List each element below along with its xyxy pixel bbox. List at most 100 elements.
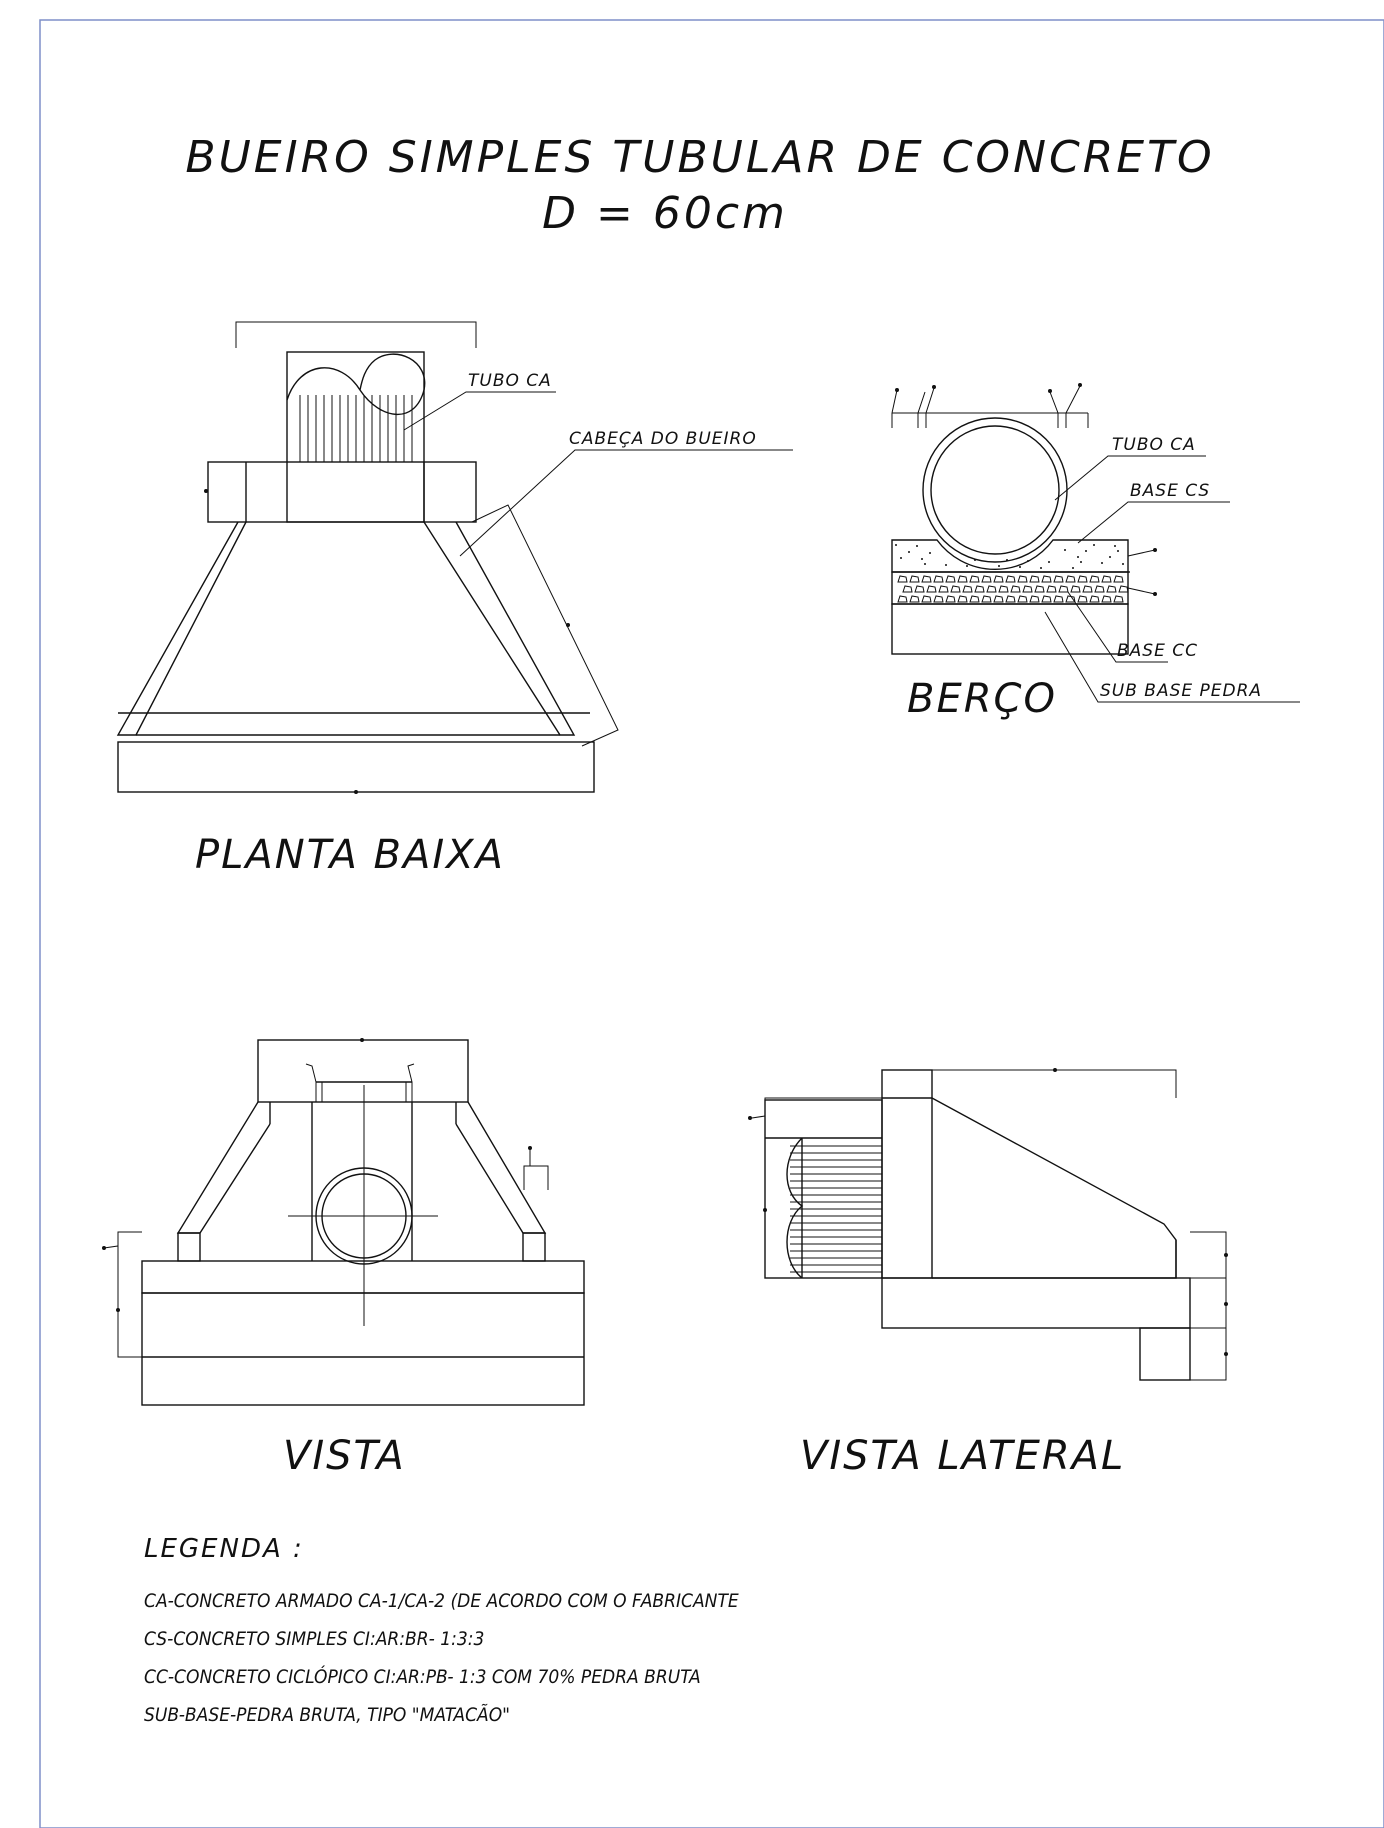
- caption-vista: VISTA: [283, 1433, 406, 1479]
- hatch-mark: [1034, 585, 1045, 593]
- hatch-mark: [1089, 575, 1100, 583]
- hatch-mark: [914, 585, 925, 593]
- hatch-mark: [1065, 575, 1076, 583]
- drawing-subtitle: D = 60cm: [542, 188, 788, 239]
- legend-item: SUB-BASE-PEDRA BRUTA, TIPO "MATACÃO": [144, 1703, 510, 1726]
- caption-planta-baixa: PLANTA BAIXA: [195, 832, 505, 878]
- hatch-mark: [1029, 575, 1040, 583]
- hatch-mark: [1022, 585, 1033, 593]
- hatch-mark: [957, 575, 968, 583]
- drawing-title: BUEIRO SIMPLES TUBULAR DE CONCRETO: [185, 132, 1214, 183]
- hatch-mark: [950, 585, 961, 593]
- hatch-mark: [1041, 595, 1052, 603]
- hatch-mark: [1114, 545, 1116, 547]
- hatch-mark: [1064, 549, 1066, 551]
- hatch-mark: [897, 575, 908, 583]
- label-tubo-ca: TUBO CA: [468, 371, 552, 391]
- hatch-mark: [1117, 550, 1119, 552]
- hatch-mark: [1029, 595, 1040, 603]
- label-sub-base: SUB BASE PEDRA: [1100, 681, 1262, 701]
- hatch-mark: [1010, 585, 1021, 593]
- hatch-mark: [1113, 595, 1124, 603]
- hatch-mark: [945, 595, 956, 603]
- legend-heading: LEGENDA :: [144, 1534, 304, 1564]
- hatch-mark: [908, 551, 910, 553]
- label-berco-tubo: TUBO CA: [1112, 435, 1196, 455]
- hatch-mark: [1019, 566, 1021, 568]
- sheet-frame: [39, 19, 1384, 1828]
- hatch-mark: [921, 595, 932, 603]
- label-base-cc: BASE CC: [1117, 641, 1198, 661]
- hatch-mark: [993, 595, 1004, 603]
- hatch-mark: [897, 595, 908, 603]
- caption-vista-lateral: VISTA LATERAL: [800, 1433, 1125, 1479]
- hatch-mark: [1085, 550, 1087, 552]
- hatch-mark: [1094, 585, 1105, 593]
- hatch-mark: [926, 585, 937, 593]
- hatch-mark: [1077, 575, 1088, 583]
- hatch-mark: [1089, 595, 1100, 603]
- hatch-mark: [969, 595, 980, 603]
- label-base-cs: BASE CS: [1130, 481, 1210, 501]
- hatch-mark: [1109, 556, 1111, 558]
- hatch-mark: [993, 575, 1004, 583]
- hatch-mark: [1041, 575, 1052, 583]
- hatch-mark: [1072, 567, 1074, 569]
- hatch-mark: [1005, 575, 1016, 583]
- vista-lateral-view: VISTA LATERAL: [748, 1068, 1228, 1479]
- hatch-mark: [921, 575, 932, 583]
- legend-item: CA-CONCRETO ARMADO CA-1/CA-2 (DE ACORDO …: [144, 1590, 739, 1612]
- hatch-mark: [998, 565, 1000, 567]
- hatch-mark: [909, 575, 920, 583]
- hatch-mark: [1106, 585, 1117, 593]
- hatch-mark: [1053, 575, 1064, 583]
- hatch-mark: [966, 565, 968, 567]
- hatch-mark: [1077, 556, 1079, 558]
- hatch-mark: [1101, 562, 1103, 564]
- hatch-mark: [900, 557, 902, 559]
- legend-item: CC-CONCRETO CICLÓPICO CI:AR:PB- 1:3 COM …: [144, 1664, 701, 1688]
- caption-berco: BERÇO: [907, 676, 1057, 722]
- hatch-mark: [962, 585, 973, 593]
- hatch-mark: [1048, 561, 1050, 563]
- hatch-mark: [981, 595, 992, 603]
- legend-item: CS-CONCRETO SIMPLES CI:AR:BR- 1:3:3: [144, 1628, 484, 1650]
- hatch-mark: [974, 559, 976, 561]
- hatch-mark: [1005, 595, 1016, 603]
- hatch-mark: [1017, 595, 1028, 603]
- hatch-mark: [1065, 595, 1076, 603]
- hatch-mark: [1122, 563, 1124, 565]
- planta-baixa-view: TUBO CA CABEÇA DO BUEIRO PLANTA BAIXA: [116, 321, 793, 878]
- hatch-mark: [981, 575, 992, 583]
- berco-view: TUBO CA BASE CS BASE CC SUB BASE PEDRA B…: [891, 383, 1300, 722]
- hatch-mark: [998, 585, 1009, 593]
- hatch-mark: [1040, 567, 1042, 569]
- hatch-mark: [957, 595, 968, 603]
- hatch-mark: [921, 558, 923, 560]
- hatch-mark: [945, 575, 956, 583]
- hatch-mark: [1093, 544, 1095, 546]
- hatch-mark: [974, 585, 985, 593]
- legend: LEGENDA : CA-CONCRETO ARMADO CA-1/CA-2 (…: [144, 1534, 739, 1726]
- hatch-mark: [945, 564, 947, 566]
- hatch-mark: [933, 575, 944, 583]
- hatch-mark: [969, 575, 980, 583]
- hatch-mark: [1101, 575, 1112, 583]
- hatch-mark: [1082, 585, 1093, 593]
- hatch-mark: [986, 585, 997, 593]
- hatch-mark: [924, 563, 926, 565]
- hatch-mark: [1053, 595, 1064, 603]
- hatch-mark: [1080, 561, 1082, 563]
- hatch-mark: [1077, 595, 1088, 603]
- hatch-mark: [1027, 560, 1029, 562]
- hatch-mark: [1118, 585, 1129, 593]
- hatch-mark: [1058, 585, 1069, 593]
- label-cabeca-bueiro: CABEÇA DO BUEIRO: [569, 429, 757, 449]
- hatch-mark: [902, 585, 913, 593]
- hatch-mark: [1006, 559, 1008, 561]
- hatch-mark: [1113, 575, 1124, 583]
- vista-view: VISTA: [102, 1038, 585, 1479]
- hatch-mark: [1046, 585, 1057, 593]
- hatch-mark: [916, 545, 918, 547]
